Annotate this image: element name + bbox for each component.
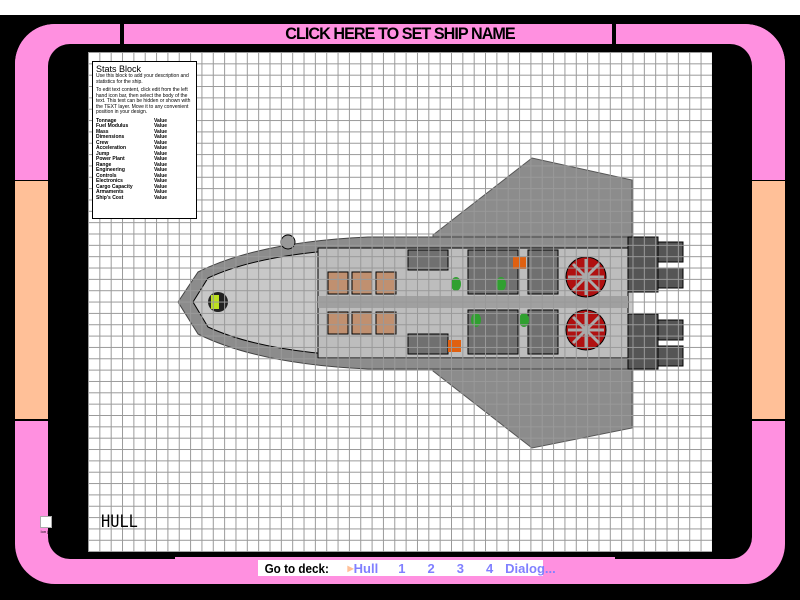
side-widget-label: Ion jets	[40, 529, 54, 534]
deck-link-hull[interactable]: Hull	[353, 560, 379, 576]
deck-link-1[interactable]: 1	[398, 560, 406, 576]
deck-label: HULL	[101, 512, 138, 532]
stats-block[interactable]: Stats Block Use this block to add your d…	[92, 61, 197, 219]
stat-value: Value	[154, 194, 168, 201]
orange-console	[448, 340, 461, 352]
deck-link-3[interactable]: 3	[456, 560, 464, 576]
deck-grid[interactable]: Stats Block Use this block to add your d…	[88, 52, 712, 552]
deck-link-4[interactable]: 4	[485, 560, 494, 576]
corridor	[318, 296, 628, 308]
deck-link-2[interactable]: 2	[427, 560, 435, 576]
side-widget-icon[interactable]	[40, 516, 52, 528]
stat-label: Ship's Cost	[96, 194, 124, 201]
stat-row: Ship's Cost Value	[96, 194, 193, 202]
stats-instructions: To edit text content, click edit from th…	[96, 87, 191, 115]
stats-description: Use this block to add your description a…	[96, 73, 189, 85]
orange-console	[513, 257, 526, 269]
go-to-deck-label: Go to deck:	[264, 560, 329, 576]
current-deck-arrow-icon: ▶	[347, 563, 354, 573]
set-ship-name-button[interactable]: CLICK HERE TO SET SHIP NAME	[197, 24, 603, 44]
dialog-link[interactable]: Dialog...	[505, 560, 556, 576]
deck-navigation: Go to deck: ▶ Hull 1 2 3 4 Dialog...	[258, 560, 556, 576]
engines	[627, 236, 684, 370]
